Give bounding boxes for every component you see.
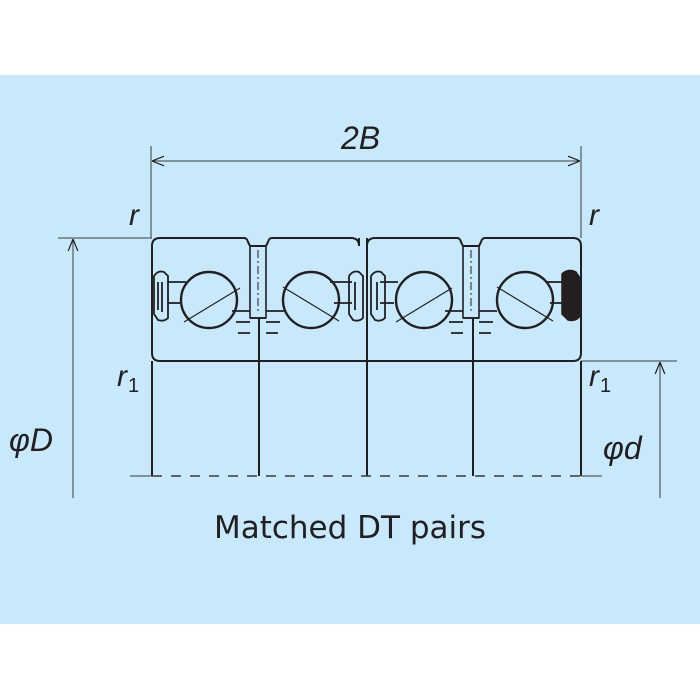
dimension-2b bbox=[150, 146, 582, 238]
chamfer-symbol: r bbox=[589, 360, 599, 393]
dimension-outer-diameter bbox=[58, 237, 152, 498]
diagram-background bbox=[0, 75, 700, 624]
chamfer-label-bottom-right: r1 bbox=[589, 360, 612, 397]
chamfer-label-top-left: r bbox=[129, 199, 139, 232]
width-label: 2B bbox=[341, 120, 381, 156]
diagram-caption: Matched DT pairs bbox=[213, 510, 487, 546]
chamfer-label-top-right: r bbox=[589, 199, 599, 232]
bearing-1 bbox=[151, 237, 360, 362]
outer-diameter-label: φD bbox=[9, 422, 53, 458]
bearing-set bbox=[151, 237, 582, 476]
chamfer-subscript: 1 bbox=[600, 375, 612, 397]
bore-diameter-label: φd bbox=[603, 430, 642, 466]
chamfer-label-bottom-left: r1 bbox=[117, 360, 140, 397]
chamfer-subscript: 1 bbox=[128, 375, 140, 397]
dimension-bore-diameter bbox=[581, 360, 677, 498]
chamfer-symbol: r bbox=[117, 360, 127, 393]
